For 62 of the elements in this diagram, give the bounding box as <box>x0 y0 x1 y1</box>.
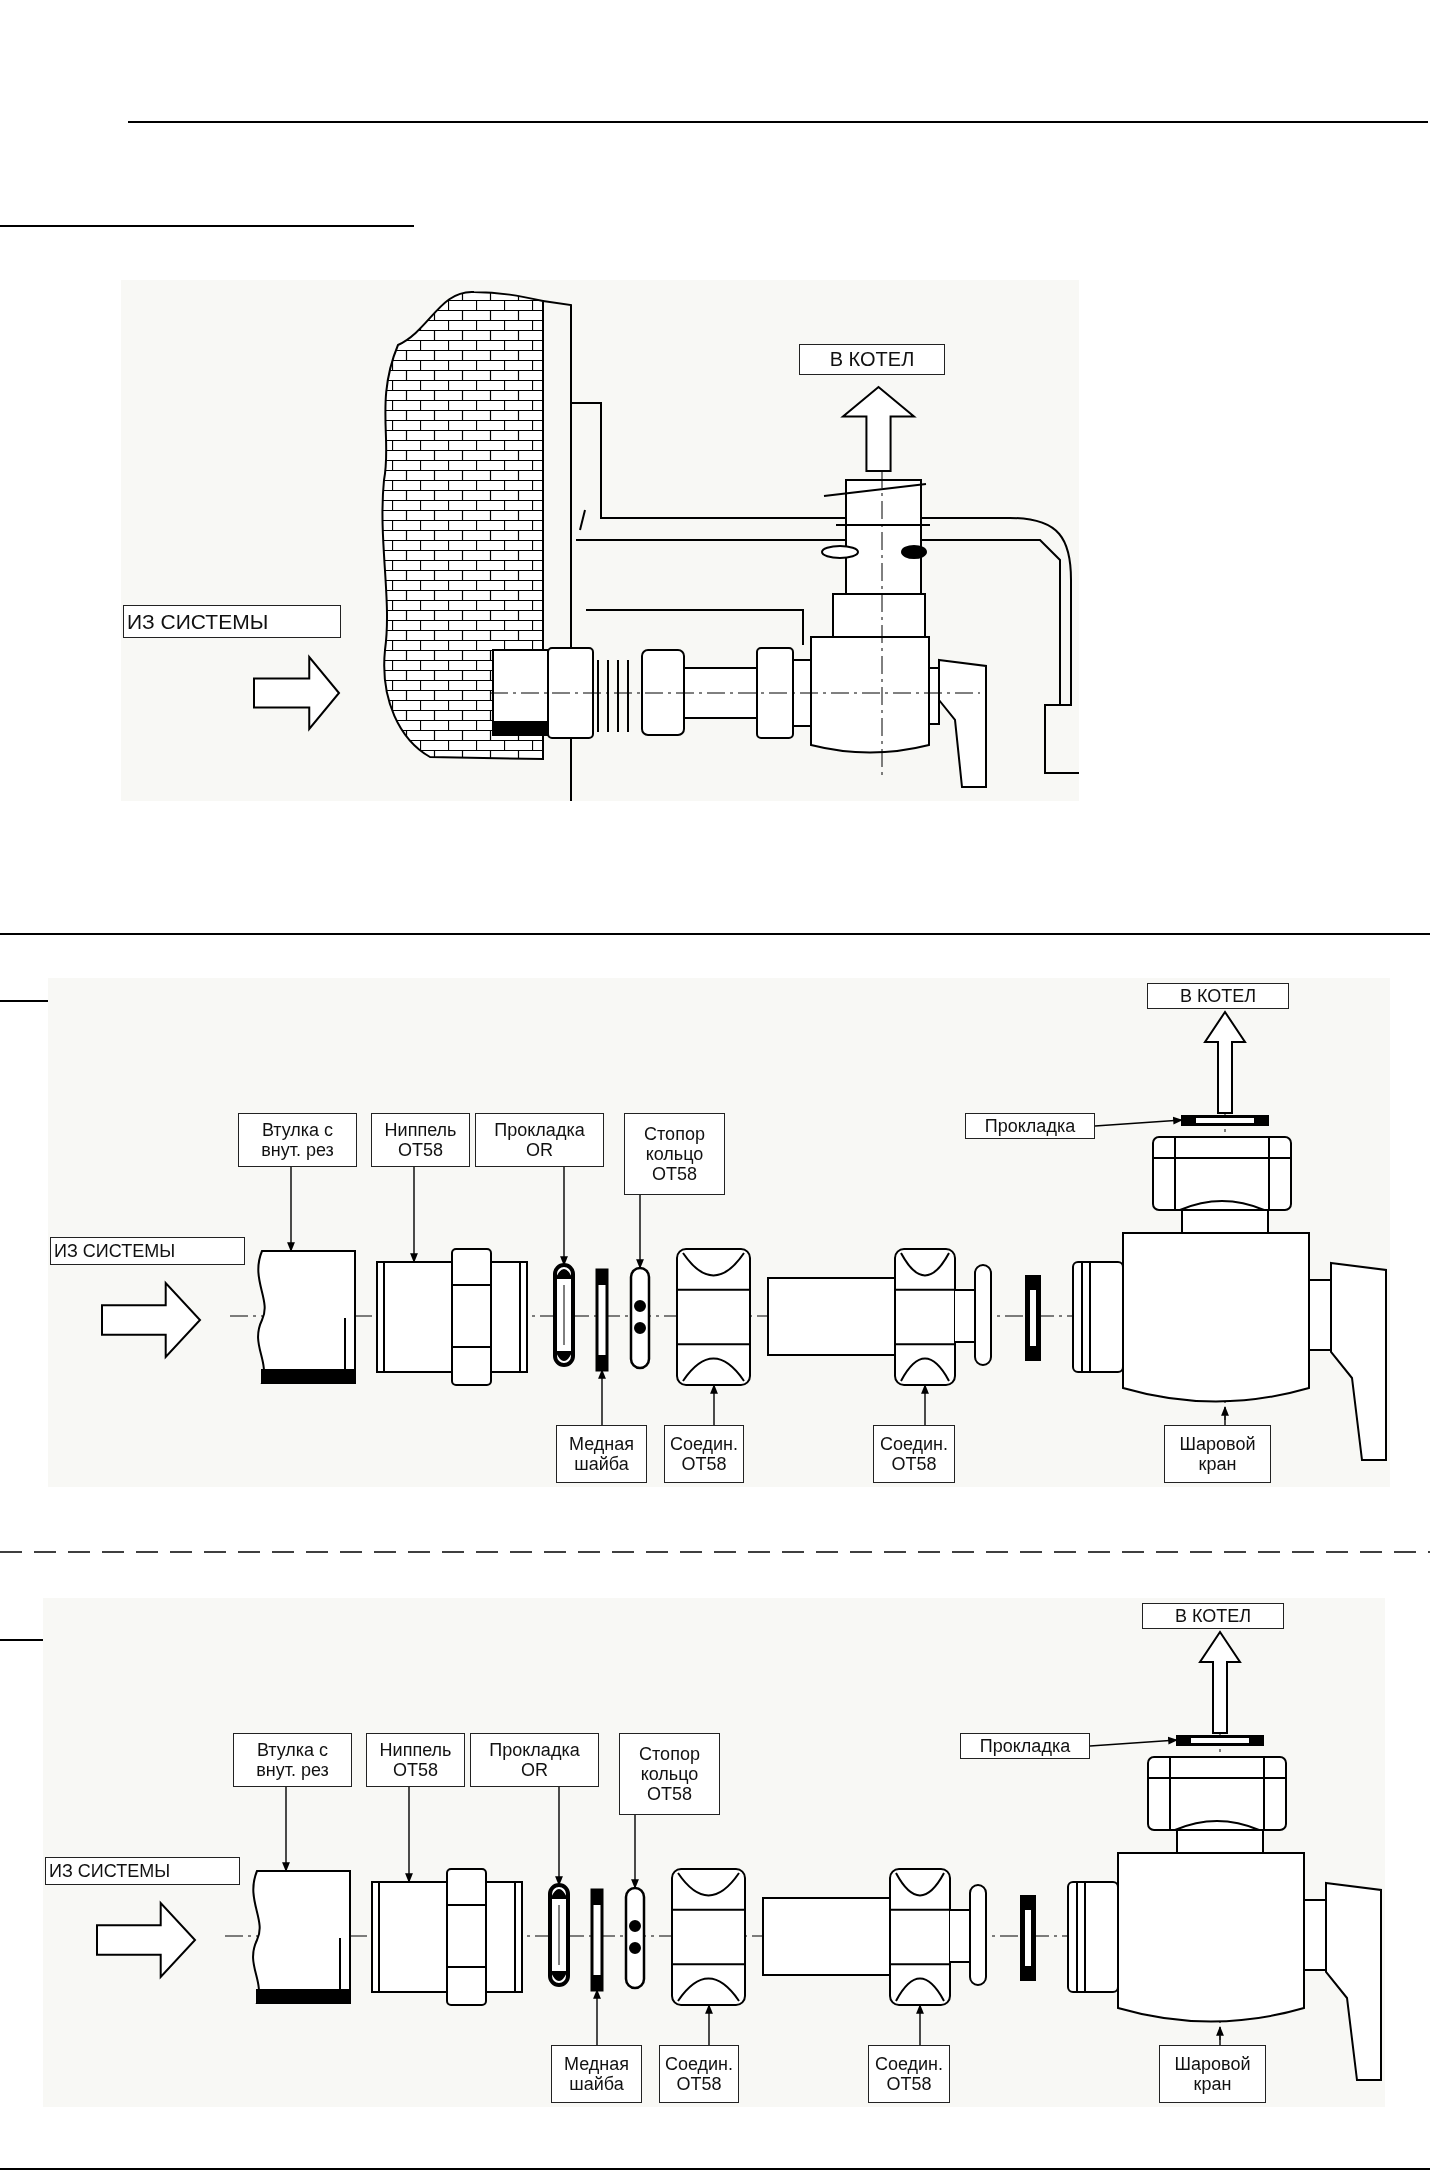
leader-line <box>593 1989 601 2046</box>
leader-line <box>598 1369 606 1426</box>
part-label: Прокладка <box>965 1113 1095 1139</box>
part-label: Шаровой кран <box>1159 2045 1266 2103</box>
leader-line <box>410 1166 418 1263</box>
gasket-drawing <box>1176 1735 1264 1746</box>
pipe-sleeve-drawing <box>257 1250 356 1384</box>
part-label: Втулка с внут. рез <box>238 1113 357 1167</box>
leader-line <box>1216 2026 1224 2046</box>
nipple-drawing <box>376 1248 528 1386</box>
leader-line <box>405 1786 413 1883</box>
part-label: Шаровой кран <box>1164 1425 1271 1483</box>
flow-label: ИЗ СИСТЕМЫ <box>50 1237 245 1265</box>
leader-line <box>560 1166 568 1266</box>
part-label: Медная шайба <box>551 2045 642 2103</box>
leader-line <box>1094 1116 1183 1127</box>
flow-label: ИЗ СИСТЕМЫ <box>123 605 341 638</box>
flow-label: В КОТЕЛ <box>799 344 945 375</box>
flow-label: ИЗ СИСТЕМЫ <box>45 1857 240 1885</box>
pipe-sleeve-drawing <box>252 1870 351 2004</box>
ball-valve-drawing <box>1072 1136 1387 1461</box>
leader-line <box>631 1814 639 1889</box>
leader-line <box>282 1786 290 1872</box>
leader-line <box>916 2004 924 2046</box>
part-label: Ниппель OT58 <box>366 1733 465 1787</box>
leader-line <box>287 1166 295 1252</box>
part-label: Прокладка OR <box>475 1113 604 1167</box>
leader-line <box>705 2004 713 2046</box>
lock-ring-drawing <box>624 1886 646 1990</box>
leader-line <box>1089 1736 1178 1747</box>
part-label: Соедин. OT58 <box>659 2045 739 2103</box>
leader-line <box>710 1384 718 1426</box>
part-label: Соедин. OT58 <box>664 1425 744 1483</box>
lock-ring-drawing <box>629 1266 651 1370</box>
union-nut-drawing <box>671 1868 746 2006</box>
part-label: Ниппель OT58 <box>371 1113 470 1167</box>
leader-line <box>555 1786 563 1886</box>
union-fitting-drawing <box>762 1868 987 2006</box>
block-arrow <box>1203 1010 1247 1114</box>
leader-line <box>1221 1406 1229 1426</box>
flow-label: В КОТЕЛ <box>1142 1603 1284 1629</box>
flow-label: В КОТЕЛ <box>1147 983 1289 1009</box>
union-nut-drawing <box>676 1248 751 1386</box>
union-fitting-drawing <box>767 1248 992 1386</box>
part-label: Стопор кольцо OT58 <box>624 1113 725 1195</box>
part-label: Стопор кольцо OT58 <box>619 1733 720 1815</box>
block-arrow <box>1198 1630 1242 1734</box>
part-label: Прокладка <box>960 1733 1090 1759</box>
nipple-drawing <box>371 1868 523 2006</box>
part-label: Медная шайба <box>556 1425 647 1483</box>
part-label: Соедин. OT58 <box>868 2045 950 2103</box>
leader-line <box>636 1194 644 1269</box>
o-ring-drawing <box>553 1263 575 1367</box>
part-label: Втулка с внут. рез <box>233 1733 352 1787</box>
gasket-drawing <box>1181 1115 1269 1126</box>
ball-valve-drawing <box>1067 1756 1382 2081</box>
part-label: Соедин. OT58 <box>873 1425 955 1483</box>
part-label: Прокладка OR <box>470 1733 599 1787</box>
copper-washer-drawing <box>595 1268 609 1372</box>
o-ring-drawing <box>548 1883 570 1987</box>
copper-washer-drawing <box>590 1888 604 1992</box>
leader-line <box>921 1384 929 1426</box>
